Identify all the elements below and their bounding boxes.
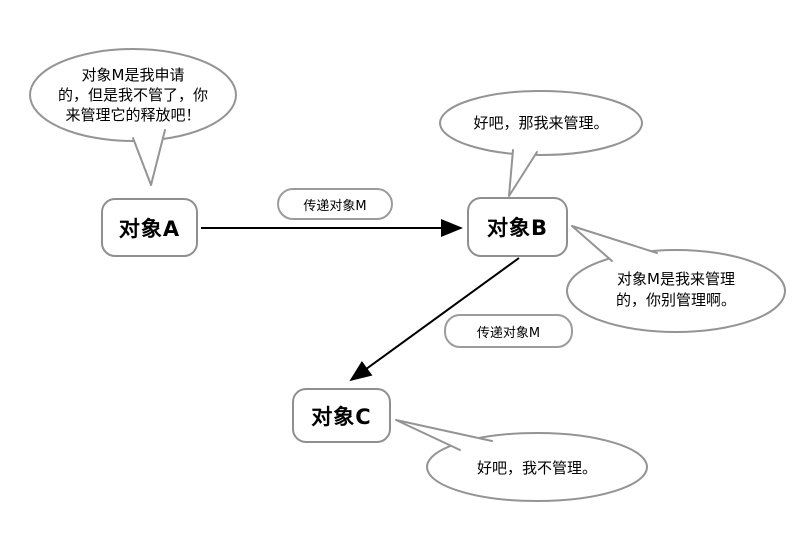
- edge-label-a-to-b: 传递对象M: [277, 188, 393, 220]
- speech-bubble-a-tail: [132, 129, 166, 186]
- node-object-b[interactable]: 对象B: [467, 197, 568, 257]
- speech-bubble-a-ellipse: [29, 48, 237, 142]
- speech-bubble-b-right: [566, 225, 786, 333]
- speech-bubble-c-ellipse: [426, 432, 648, 502]
- speech-bubble-c: [395, 419, 648, 502]
- node-object-c-label: 对象C: [311, 404, 372, 429]
- node-object-c[interactable]: 对象C: [292, 388, 391, 443]
- arrow-b-to-c: [349, 257, 520, 382]
- edge-label-b-to-c-text: 传递对象M: [476, 325, 541, 341]
- edge-label-b-to-c: 传递对象M: [444, 314, 573, 348]
- node-object-a[interactable]: 对象A: [101, 198, 198, 257]
- speech-bubble-c-tail: [395, 419, 493, 451]
- speech-bubble-b-right-text: 对象M是我来管理 的，你别管理啊。: [615, 270, 736, 309]
- speech-bubble-a: [29, 48, 237, 186]
- speech-bubble-b-right-tail: [571, 225, 658, 262]
- speech-bubble-b-top-tail: [508, 149, 538, 197]
- node-object-a-label: 对象A: [118, 216, 181, 241]
- speech-bubble-b-top: [439, 90, 643, 197]
- speech-bubble-a-text: 对象M是我申请 的，但是我不管了，你 来管理它的释放吧！: [57, 66, 208, 124]
- speech-bubble-b-top-ellipse: [439, 90, 643, 156]
- node-object-b-label: 对象B: [486, 216, 548, 240]
- speech-bubble-b-right-ellipse: [566, 249, 786, 333]
- edge-label-a-to-b-text: 传递对象M: [303, 198, 367, 214]
- speech-bubble-b-top-text: 好吧，那我来管理。: [473, 114, 609, 132]
- speech-bubble-c-text: 好吧，我不管理。: [476, 459, 597, 477]
